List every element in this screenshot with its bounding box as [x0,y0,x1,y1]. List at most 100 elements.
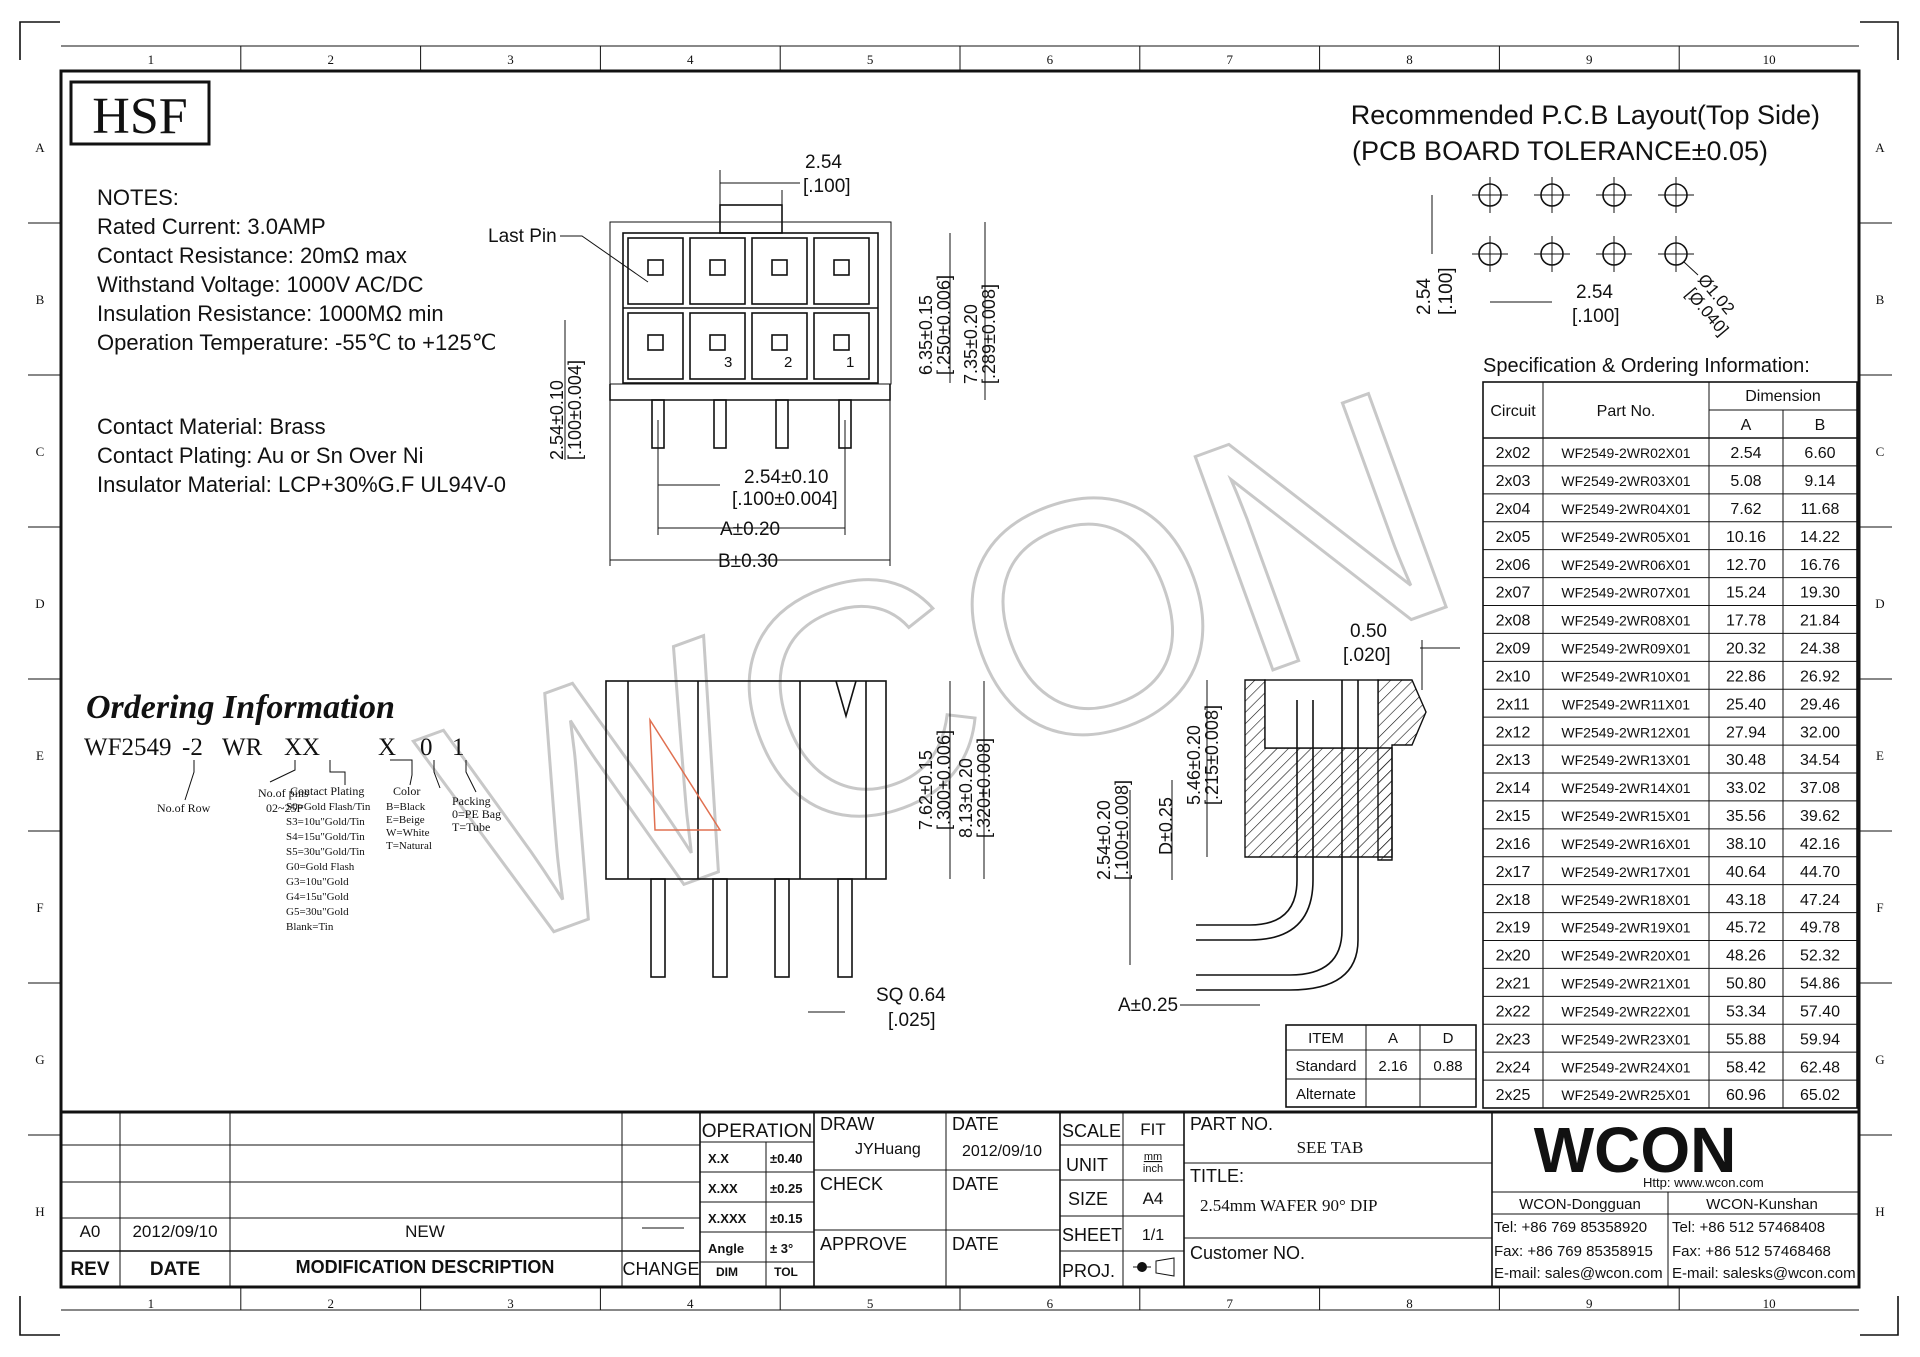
dim-label: [.100±0.008] [1112,780,1132,880]
grid-row-label: G [35,1052,44,1067]
draw-label: DRAW [820,1114,874,1134]
label-color-title: Color [393,784,420,798]
notes-heading: NOTES: [97,185,179,210]
spec-cell: 2x04 [1496,501,1531,518]
spec-cell: WF2549-2WR13X01 [1561,752,1690,768]
plating-option: G3=10u"Gold [286,876,349,888]
wcon-logo: WCON [1534,1114,1737,1186]
title-label: TITLE: [1190,1166,1244,1186]
color-option: T=Natural [386,840,432,852]
pcb-layout: Recommended P.C.B Layout(Top Side) (PCB … [1351,100,1820,339]
spec-cell: 2.54 [1730,445,1761,462]
dim-label: 8.13±0.20 [956,758,976,838]
note-line: Insulation Resistance: 1000MΩ min [97,301,444,326]
label-pins-range: 02~25P [266,801,303,815]
code-part: WF2549 [84,734,172,761]
dim-label: [.100] [1436,267,1457,315]
rev-label: REV [70,1259,109,1280]
kunshan-tel: Tel: +86 512 57468408 [1672,1219,1825,1236]
ordering-title: Ordering Information [86,689,395,726]
contact-pin-square [709,259,726,276]
change-label: CHANGE [622,1259,699,1279]
spec-cell: 24.38 [1800,641,1840,658]
spec-cell: 11.68 [1801,501,1840,518]
spec-cell: 59.94 [1800,1031,1840,1048]
scale-label: SCALE [1062,1121,1121,1141]
spec-cell: WF2549-2WR05X01 [1561,529,1690,545]
grid-row-label: D [35,596,44,611]
spec-header-b: B [1815,417,1826,434]
spec-cell: 26.92 [1800,668,1840,685]
material-line: Contact Material: Brass [97,414,326,439]
plating-option: S5=30u"Gold/Tin [286,846,365,858]
spec-cell: 2x25 [1496,1087,1531,1104]
tol-dim: X.XX [708,1181,738,1196]
spec-cell: WF2549-2WR12X01 [1561,724,1690,740]
title-value: 2.54mm WAFER 90° DIP [1200,1196,1377,1215]
spec-cell: 2x14 [1496,780,1531,797]
color-option: B=Black [386,801,426,813]
contact-cavity [689,237,746,305]
spec-cell: 60.96 [1726,1087,1766,1104]
spec-cell: 12.70 [1726,557,1766,574]
code-part: XX [284,734,320,761]
spec-cell: WF2549-2WR22X01 [1561,1003,1690,1019]
spec-cell: 2x02 [1496,445,1531,462]
spec-cell: 2x03 [1496,473,1531,490]
tol-value: ±0.40 [770,1151,802,1166]
grid-col-label: 9 [1586,52,1593,67]
dim-label: [.020] [1343,645,1391,666]
spec-cell: 58.42 [1726,1059,1766,1076]
spec-cell: 2x16 [1496,836,1531,853]
plating-option: S0=Gold Flash/Tin [286,801,371,813]
item-header: A [1388,1030,1398,1047]
spec-cell: 32.00 [1800,724,1840,741]
dongguan-email: E-mail: sales@wcon.com [1494,1265,1663,1282]
contact-cavity [813,312,870,380]
spec-header-dimension: Dimension [1745,388,1821,405]
draw-date: 2012/09/10 [962,1143,1042,1160]
code-part: 0 [420,734,433,761]
part-no-value: SEE TAB [1297,1138,1364,1157]
spec-cell: WF2549-2WR08X01 [1561,613,1690,629]
ordering-info: Ordering Information WF2549 -2 WR XX X 0… [84,689,501,933]
spec-cell: WF2549-2WR07X01 [1561,585,1690,601]
dim-label: 7.35±0.20 [961,304,981,384]
grid-row-label: C [36,444,45,459]
grid-col-label: 2 [327,52,334,67]
spec-cell: 7.62 [1730,501,1761,518]
section-view: 0.50 [.020] 5.46±0.20 [.215±0.008] 2.54±… [1094,621,1460,1016]
spec-cell: 2x18 [1496,892,1531,909]
spec-cell: WF2549-2WR18X01 [1561,892,1690,908]
spec-cell: WF2549-2WR15X01 [1561,808,1690,824]
spec-cell: WF2549-2WR09X01 [1561,641,1690,657]
spec-cell: 34.54 [1800,752,1840,769]
dim-label: 2.54 [805,152,842,173]
spec-cell: 2x19 [1496,920,1531,937]
spec-cell: 15.24 [1726,585,1766,602]
grid-col-label: 4 [687,52,694,67]
dim-label: [.289±0.008] [979,284,999,384]
contact-cavity [627,312,684,380]
spec-cell: 50.80 [1726,976,1766,993]
spec-header-part: Part No. [1597,403,1656,420]
spec-cell: 2x05 [1496,529,1531,546]
spec-cell: 40.64 [1726,864,1766,881]
size-label: SIZE [1068,1189,1108,1209]
part-no-label: PART NO. [1190,1114,1273,1134]
label-packing-title: Packing [452,794,491,808]
dongguan-tel: Tel: +86 769 85358920 [1494,1219,1647,1236]
grid-col-label: 9 [1586,1296,1593,1311]
spec-cell: WF2549-2WR25X01 [1561,1087,1690,1103]
date-label: DATE [952,1174,999,1194]
label-row: No.of Row [157,801,211,815]
grid-row-label: E [1876,748,1884,763]
dim-label: [.250±0.006] [934,275,954,375]
dim-label: A±0.20 [720,519,780,540]
polarization-mark [649,717,722,831]
dim-label: 2.54±0.10 [744,467,828,488]
spec-cell: 14.22 [1800,529,1840,546]
last-pin-label: Last Pin [488,226,557,247]
grid-row-label: F [1876,900,1883,915]
side-view: 7.62±0.15 [.300±0.006] 8.13±0.20 [.320±0… [605,680,994,1031]
